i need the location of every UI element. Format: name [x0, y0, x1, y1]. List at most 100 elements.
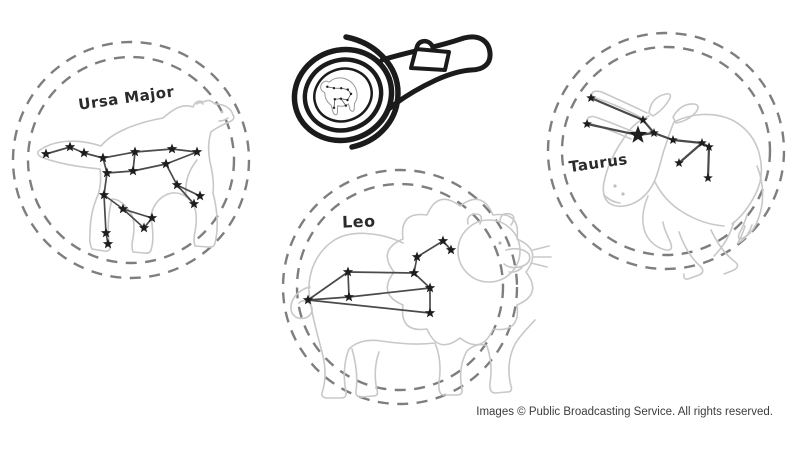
leo-star-icon	[408, 267, 420, 278]
taurus-constellation-line	[677, 141, 704, 165]
bear-mouth-line	[218, 117, 229, 122]
ursa-major-star-icon	[64, 141, 76, 152]
taurus-star-icon	[629, 125, 647, 143]
leo-constellation-line	[347, 271, 415, 274]
lion-face-outline	[457, 219, 521, 283]
leo-star-icon	[424, 282, 436, 293]
bear-haunch-line	[185, 159, 198, 194]
ursa-major-star-icon	[160, 158, 172, 169]
ursa-major-star-icon	[171, 179, 183, 190]
ursa-major-star-icon	[78, 147, 90, 158]
taurus-star-icon	[704, 142, 714, 151]
bull-nostril-1	[613, 184, 617, 188]
taurus-star-icon	[582, 119, 592, 128]
ursa-major-constellation-line	[122, 208, 145, 229]
leo-dashed-rings	[281, 168, 519, 406]
lion-ear-right	[499, 212, 515, 226]
ursa-major-constellation-line	[134, 148, 173, 153]
taurus-star-icon	[674, 158, 684, 167]
taurus-constellation-line	[706, 145, 711, 180]
leo-constellation-line	[307, 296, 350, 301]
leo-constellation-line	[307, 271, 349, 301]
leo-star-icon	[445, 244, 457, 255]
leo-star-icon	[342, 266, 354, 277]
leo-star-icon	[411, 251, 423, 262]
lion-outline-drawing	[290, 198, 552, 399]
leo-star-icon	[424, 307, 436, 318]
ursa-major-star-icon	[194, 190, 206, 201]
lion-whiskers	[530, 245, 552, 268]
taurus-constellation	[582, 93, 714, 182]
ursa-major-label: Ursa Major	[77, 82, 175, 113]
leo-label: Leo	[342, 211, 376, 231]
ursa-major-constellation-line	[103, 194, 124, 210]
ursa-major-star-icon	[166, 143, 178, 154]
bull-hind-leg	[713, 221, 735, 257]
leo-constellation-line	[348, 287, 431, 298]
ursa-major-star-icon	[146, 212, 158, 223]
bull-horn-lower	[586, 115, 637, 140]
bull-nostril-2	[621, 192, 625, 196]
bull-tail	[737, 165, 764, 240]
ursa-major-constellation-line	[176, 184, 201, 197]
bear-eye	[220, 110, 224, 114]
ursa-major-star-icon	[98, 189, 110, 200]
flashlight-head-rim	[343, 34, 401, 150]
taurus-constellation-line	[671, 138, 704, 145]
bull-front-leg	[642, 195, 673, 251]
bull-mouth	[603, 194, 621, 204]
ursa-major-star-icon	[188, 198, 200, 209]
leo-inner-dashed-circle	[295, 182, 505, 392]
ursa-major-dashed-rings	[11, 40, 251, 280]
taurus-dashed-rings	[546, 31, 786, 271]
taurus-star-icon	[586, 93, 596, 102]
ursa-major-constellation-line	[132, 163, 167, 172]
ursa-major-outer-dashed-circle	[11, 40, 251, 280]
leo-constellation-line	[416, 240, 444, 258]
copyright-text: Images © Public Broadcasting Service. Al…	[476, 406, 773, 418]
bull-outline-drawing	[586, 90, 764, 280]
leo-star-icon	[343, 291, 355, 302]
ursa-major-star-icon	[138, 222, 150, 233]
lion-hind-leg	[351, 348, 380, 398]
taurus-constellation-line	[585, 122, 640, 137]
lion-body-outline	[308, 232, 536, 399]
taurus-star-icon	[668, 135, 678, 144]
ursa-major-star-icon	[129, 146, 141, 157]
bull-tail-tuft	[737, 224, 753, 244]
leo-star-icon	[437, 235, 449, 246]
ursa-major-star-icon	[100, 227, 112, 238]
bull-head-outline	[602, 115, 675, 208]
ursa-major-star-icon	[117, 203, 129, 214]
flashlight-button-panel	[409, 47, 451, 72]
taurus-star-icon	[649, 128, 659, 137]
bull-ear-right	[672, 103, 699, 124]
leo-constellation-line	[307, 299, 431, 314]
bull-lower-leg-2	[710, 229, 739, 275]
ursa-major-star-icon	[97, 152, 109, 163]
ursa-major-constellation-line	[106, 170, 134, 174]
ursa-major-constellation-line	[102, 151, 136, 159]
lion-eye	[498, 241, 502, 245]
ursa-major-inner-dashed-circle	[26, 55, 236, 265]
ursa-major-constellation-line	[165, 151, 198, 165]
dashed-circles-layer	[11, 31, 786, 406]
leo-star-icon	[302, 294, 314, 305]
leo-constellation	[302, 235, 457, 318]
lion-muzzle	[503, 247, 531, 269]
bull-back-outline	[673, 113, 763, 225]
lion-ear-left	[466, 213, 483, 225]
taurus-outer-dashed-circle	[546, 31, 786, 271]
ursa-major-star-icon	[102, 238, 114, 249]
bear-ear-inner	[196, 101, 204, 105]
mini-bear-outline	[320, 77, 358, 116]
lion-mouth	[508, 265, 524, 273]
taurus-constellation-line	[589, 96, 645, 122]
taurus-label: Taurus	[568, 150, 629, 176]
taurus-star-icon	[703, 173, 713, 182]
ursa-major-constellation-line	[103, 194, 107, 234]
taurus-star-icon	[697, 138, 707, 147]
ursa-major-star-icon	[101, 167, 113, 178]
flashlight-icon	[291, 34, 493, 150]
